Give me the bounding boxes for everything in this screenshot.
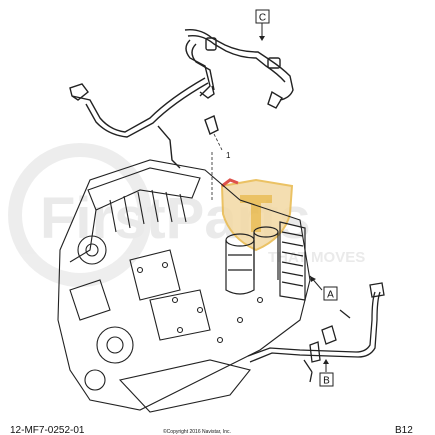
callout-b: B	[319, 359, 334, 387]
timing-pulley	[77, 235, 107, 265]
hose-lower	[247, 291, 376, 357]
callout-c: C	[255, 9, 270, 41]
front-cover-plate	[69, 279, 111, 321]
hose-upper-right-inner	[187, 34, 286, 83]
copyright-text: ©Copyright 2016 Navistar, Inc.	[163, 429, 231, 435]
bracket-lower	[309, 341, 321, 363]
bracket-item-1	[204, 115, 219, 135]
hose-upper-mid-inner	[191, 43, 215, 91]
callout-c-label: C	[259, 13, 266, 24]
connector-right	[267, 90, 283, 109]
drawing-id: 12-MF7-0252-01	[10, 425, 85, 435]
connector-left	[69, 83, 89, 101]
watermark-subtext: THAT MOVES	[268, 249, 365, 266]
oil-filter-housing	[225, 221, 306, 301]
cooler-fins	[281, 231, 304, 287]
upper-fuel-line-assembly	[69, 28, 294, 169]
watermark: FirstParts THAT MOVES	[8, 143, 365, 287]
filter-canister-2	[253, 232, 279, 280]
callout-a-label: A	[327, 290, 334, 301]
valve-cover-ribs	[109, 189, 187, 233]
hose-upper-right	[184, 28, 294, 101]
lower-pulley	[84, 369, 106, 391]
page-reference: B12	[395, 425, 413, 435]
oil-cooler	[279, 221, 306, 301]
connector-lower-right	[369, 282, 385, 298]
timing-pulley-hub	[85, 243, 99, 257]
brand-logo-icon	[220, 178, 294, 252]
clip-right	[267, 57, 281, 69]
oil-pan	[118, 359, 251, 413]
watermark-ring	[8, 143, 152, 287]
engine-block	[57, 159, 311, 413]
item-number-label: 1	[226, 151, 231, 160]
hose-long-left	[71, 77, 206, 133]
hose-lower-inner	[249, 291, 381, 363]
filter-canister	[225, 240, 255, 295]
block-side-panel-lower	[149, 289, 211, 341]
connector-mid	[199, 85, 215, 99]
hose-drop	[157, 125, 181, 169]
callout-a: A	[309, 275, 338, 301]
hose-lower-tail	[303, 359, 313, 383]
hose-lower-stub	[339, 309, 351, 319]
crank-pulley	[96, 326, 134, 364]
clip-top	[205, 37, 217, 51]
filter-bands	[228, 254, 252, 271]
block-side-panel	[129, 249, 181, 301]
hose-upper-mid	[185, 39, 211, 97]
cylinder-bank-edge	[69, 209, 97, 263]
clip-lower	[321, 325, 337, 345]
item-callout-1: 1	[211, 133, 231, 200]
lower-fuel-line-assembly	[247, 282, 385, 383]
crank-pulley-hub	[106, 336, 124, 354]
callout-b-label: B	[323, 376, 330, 387]
engine-outline	[57, 159, 311, 411]
hose-long-left-inner	[85, 82, 209, 138]
